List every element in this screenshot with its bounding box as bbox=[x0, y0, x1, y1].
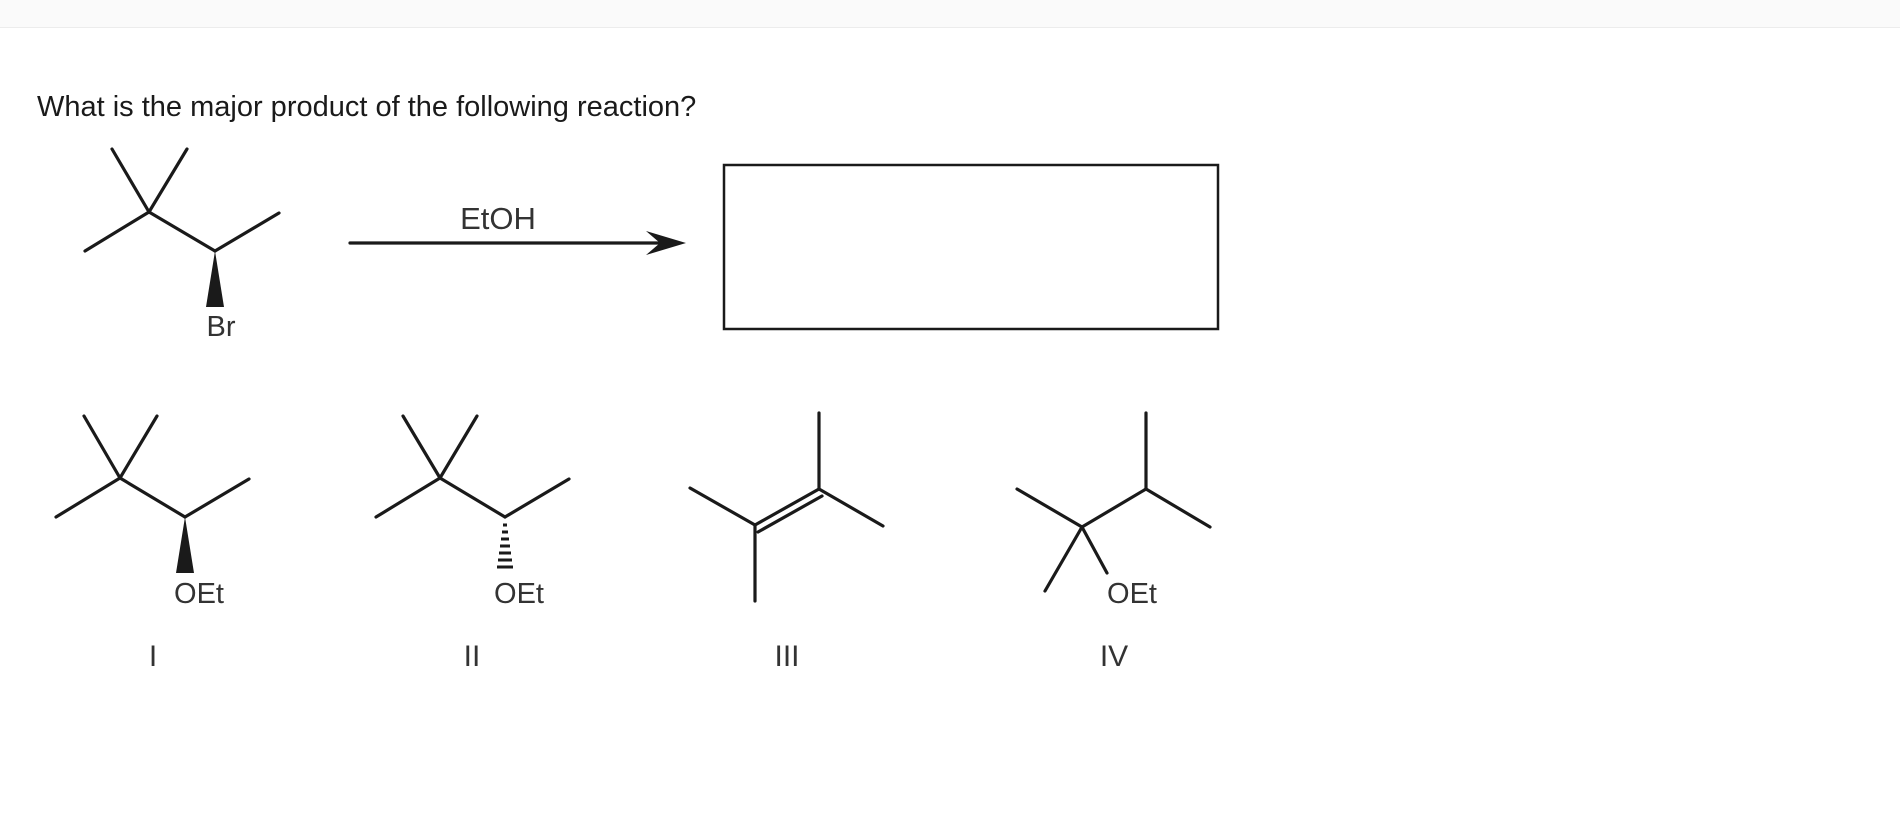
choice-ii-structure: OEt bbox=[374, 414, 571, 610]
choice-ii-numeral: II bbox=[464, 640, 481, 673]
arrow-head-icon bbox=[646, 231, 686, 255]
answer-box bbox=[722, 163, 1220, 331]
choice-ii-hashed-bond bbox=[497, 523, 513, 569]
choice-iv-substituent-label: OEt bbox=[1107, 578, 1157, 610]
choice-iii-structure bbox=[688, 411, 885, 603]
choice-i-structure: OEt bbox=[54, 414, 251, 610]
reactant-wedge-bond bbox=[206, 251, 224, 307]
choice-i-wedge-bond bbox=[176, 517, 194, 573]
question-text: What is the major product of the followi… bbox=[37, 91, 697, 123]
reactant-bromine-label: Br bbox=[207, 311, 236, 343]
choice-i-substituent-label: OEt bbox=[174, 578, 224, 610]
reactant-structure: Br bbox=[83, 147, 281, 343]
choice-iii-numeral: III bbox=[774, 640, 799, 673]
reaction-arrow bbox=[348, 231, 686, 255]
reagent-label: EtOH bbox=[460, 201, 536, 236]
choice-iii-double-bond-line bbox=[756, 494, 824, 534]
top-bar bbox=[0, 0, 1900, 28]
choice-iv-numeral: IV bbox=[1100, 640, 1128, 673]
choice-iv-structure: OEt bbox=[1015, 411, 1212, 610]
choice-ii-substituent-label: OEt bbox=[494, 578, 544, 610]
choice-i-numeral: I bbox=[149, 640, 157, 673]
